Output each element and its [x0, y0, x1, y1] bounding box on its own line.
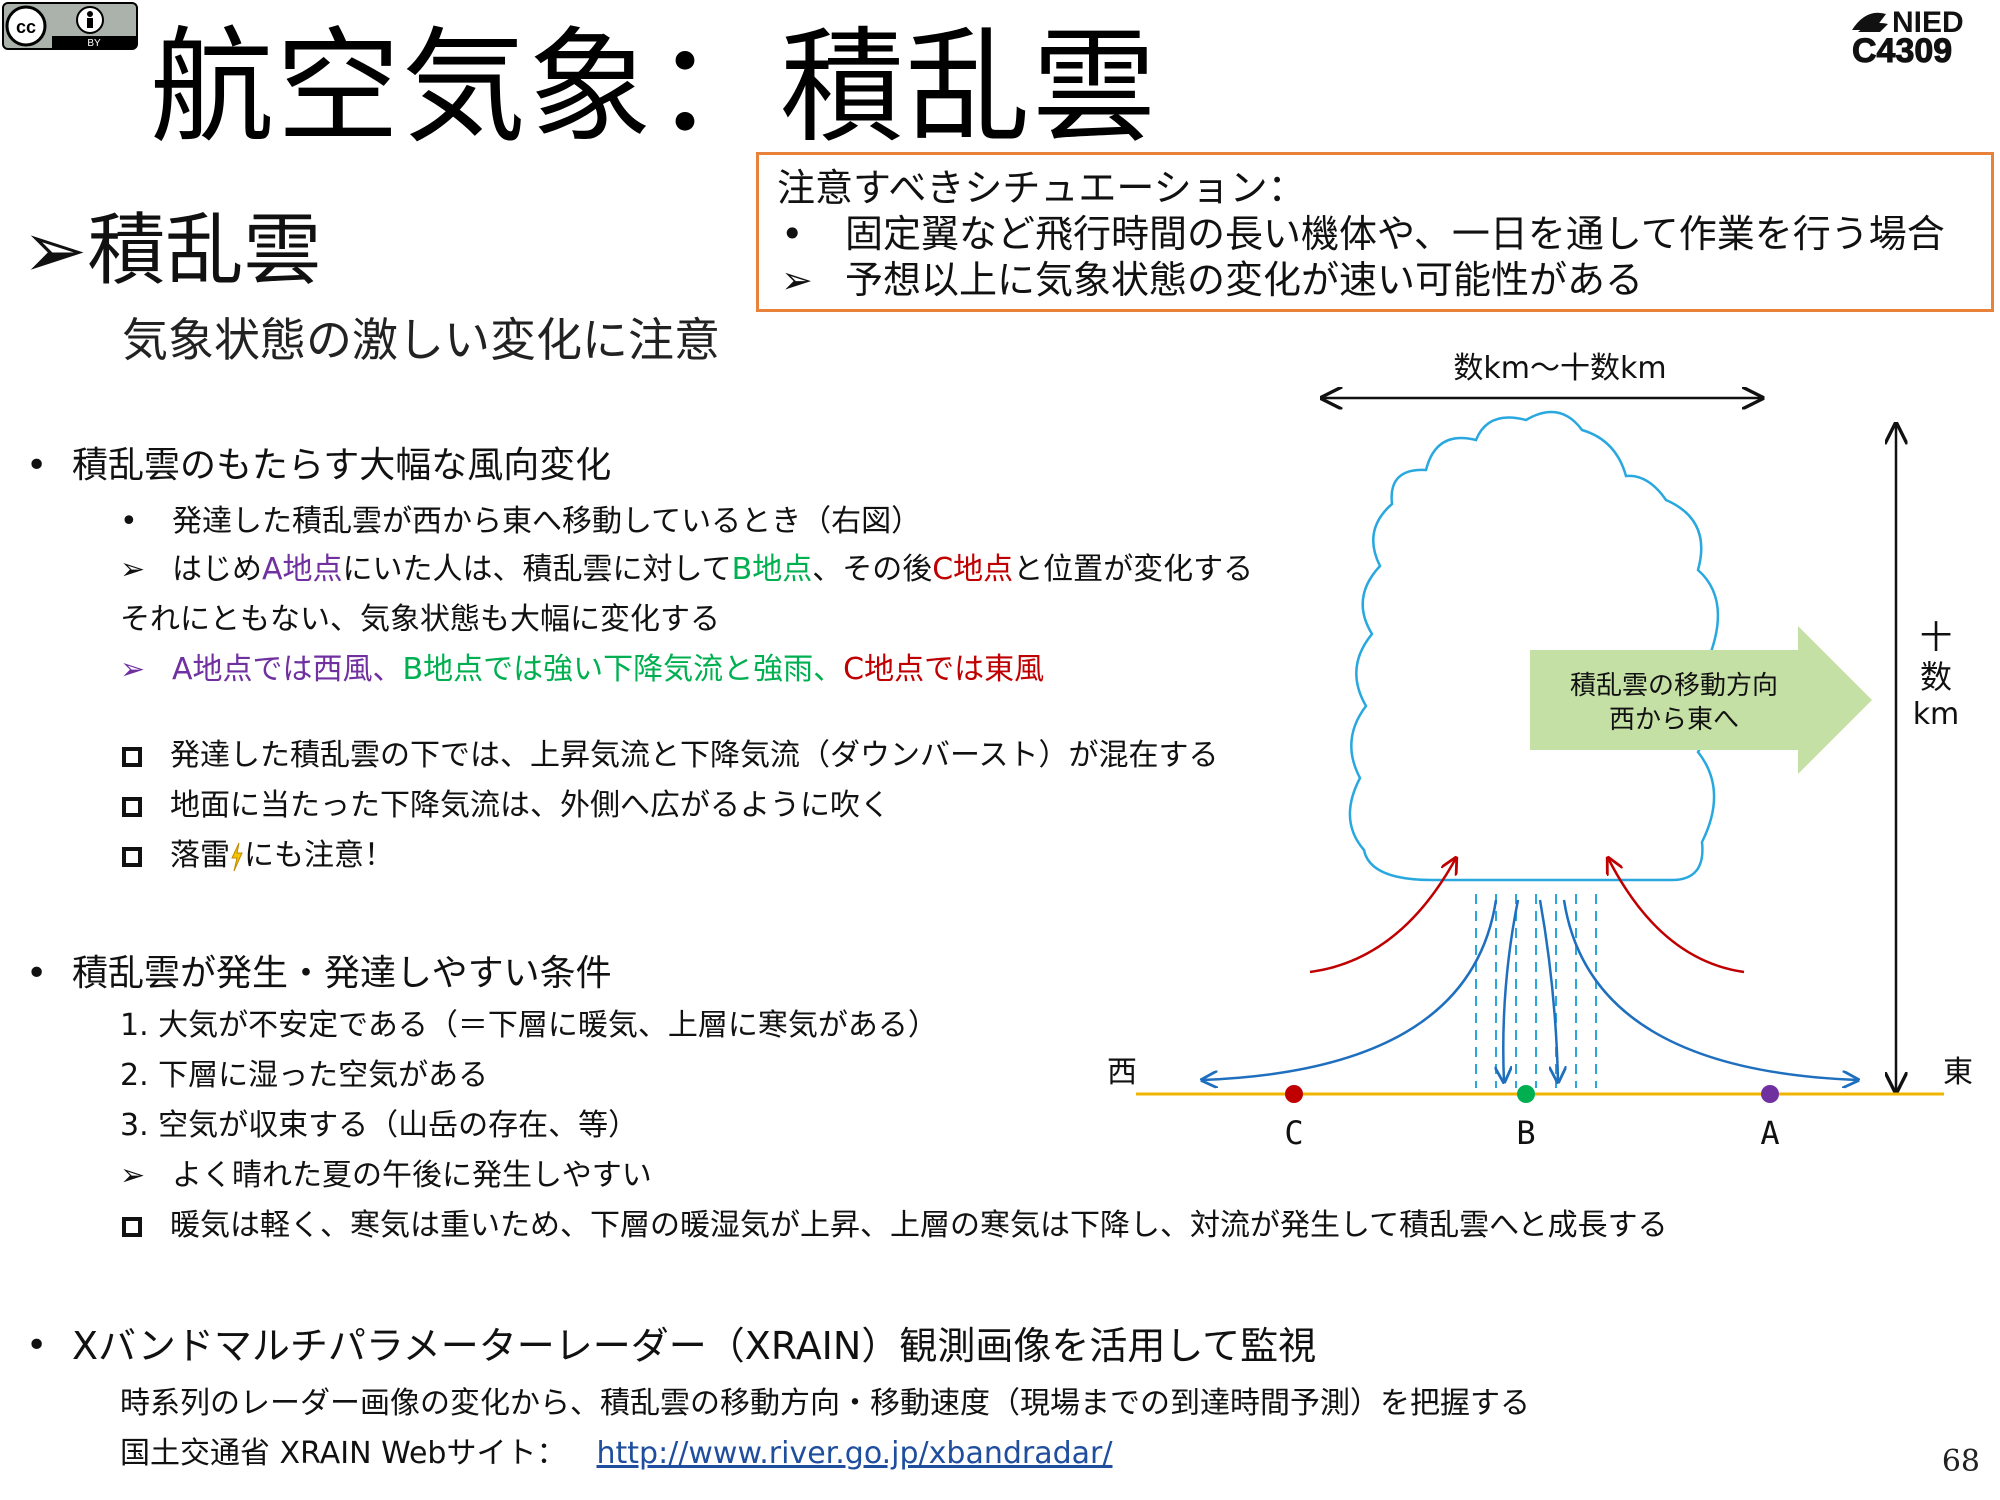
condition-item: 2. 下層に湿った空気がある [120, 1058, 489, 1093]
outflow-arrow-east [1562, 899, 1858, 1080]
wind-line-4: A地点では西風、B地点では強い下降気流と強雨、C地点では東風 [172, 652, 1045, 687]
bullet-marker: • [26, 445, 48, 486]
conditions-heading: 積乱雲が発生・発達しやすい条件 [72, 953, 612, 994]
downdraft-rain-lines [1475, 894, 1597, 1088]
point-c-marker [1285, 1085, 1303, 1103]
width-scale-label: 数km〜十数km [1453, 351, 1666, 386]
caution-heading: 注意すべきシチュエーション： [777, 166, 1306, 210]
movement-direction-label: 西から東へ [1609, 705, 1739, 735]
movement-direction-label: 積乱雲の移動方向 [1570, 671, 1778, 701]
radar-heading: Xバンドマルチパラメーターレーダー（XRAIN）観測画像を活用して監視 [72, 1324, 1317, 1368]
bullet-marker: • [26, 953, 48, 994]
page-number: 68 [1941, 1444, 1980, 1479]
wind-line-1: 発達した積乱雲が西から東へ移動しているとき（右図） [172, 504, 922, 539]
height-scale-label: 数 [1920, 658, 1952, 696]
lightning-icon [230, 842, 244, 872]
wind-change-heading: 積乱雲のもたらす大幅な風向変化 [72, 445, 612, 486]
note-item: 暖気は軽く、寒気は重いため、下層の暖湿気が上昇、上層の寒気は下降し、対流が発生し… [122, 1206, 1668, 1246]
radar-description: 時系列のレーダー画像の変化から、積乱雲の移動方向・移動速度（現場までの到達時間予… [120, 1386, 1530, 1421]
caution-box: 注意すべきシチュエーション： • 固定翼など飛行時間の長い機体や、一日を通して作… [756, 152, 1994, 312]
svg-text:C4309: C4309 [1852, 32, 1952, 64]
square-bullet-icon [122, 1217, 142, 1237]
square-bullet-icon [122, 797, 142, 817]
point-b-marker [1517, 1085, 1535, 1103]
condition-item: 1. 大気が不安定である（＝下層に暖気、上層に寒気がある） [120, 1008, 938, 1043]
point-b-label: B [1516, 1114, 1535, 1152]
west-label: 西 [1107, 1055, 1137, 1090]
svg-text:BY: BY [87, 38, 101, 49]
section-heading: ➢積乱雲 [22, 206, 322, 296]
svg-text:NIED: NIED [1892, 6, 1964, 39]
height-scale-label: km [1913, 697, 1960, 732]
point-a-marker [1761, 1085, 1779, 1103]
wind-line-3: それにともない、気象状態も大幅に変化する [120, 602, 720, 637]
cloud-shape [1348, 410, 1720, 882]
license-badge: cc BY [2, 2, 138, 50]
bullet-marker: • [26, 1325, 48, 1366]
square-bullet-icon [122, 847, 142, 867]
square-bullet-icon [122, 747, 142, 767]
nied-logo: NIED C4309 [1844, 4, 1994, 71]
condition-item: 3. 空気が収束する（山岳の存在、等） [120, 1108, 639, 1143]
section-subheading: 気象状態の激しい変化に注意 [122, 313, 720, 367]
outflow-arrow-west [1202, 899, 1498, 1080]
point-a-label: A [1760, 1114, 1779, 1152]
downdraft-arrow-center-left [1503, 899, 1520, 1082]
updraft-arrow-west [1309, 858, 1456, 974]
svg-text:cc: cc [16, 17, 36, 37]
height-scale-label: 十 [1920, 618, 1952, 656]
radar-website: 国土交通省 XRAIN Webサイト：http://www.river.go.j… [120, 1436, 1113, 1471]
updraft-arrow-east [1608, 858, 1745, 974]
downdraft-arrow-center-right [1538, 899, 1558, 1082]
creative-commons-icon [5, 5, 47, 47]
movement-direction-arrow [1530, 626, 1872, 774]
wind-line-2: はじめA地点にいた人は、積乱雲に対してB地点、その後C地点と位置が変化する [172, 552, 1254, 587]
east-label: 東 [1943, 1055, 1973, 1090]
condition-tip: よく晴れた夏の午後に発生しやすい [172, 1158, 652, 1193]
note-item: 地面に当たった下降気流は、外側へ広がるように吹く [122, 786, 890, 826]
point-c-label: C [1284, 1114, 1303, 1152]
xrain-link[interactable]: http://www.river.go.jp/xbandradar/ [596, 1436, 1113, 1471]
note-item: 発達した積乱雲の下では、上昇気流と下降気流（ダウンバースト）が混在する [122, 736, 1219, 776]
note-item: 落雷にも注意！ [122, 836, 394, 876]
caution-item: ➢ 予想以上に気象状態の変化が速い可能性がある [781, 258, 1644, 302]
caution-item: • 固定翼など飛行時間の長い機体や、一日を通して作業を行う場合 [781, 212, 1945, 256]
page-title: 航空気象：積乱雲 [150, 16, 1159, 160]
